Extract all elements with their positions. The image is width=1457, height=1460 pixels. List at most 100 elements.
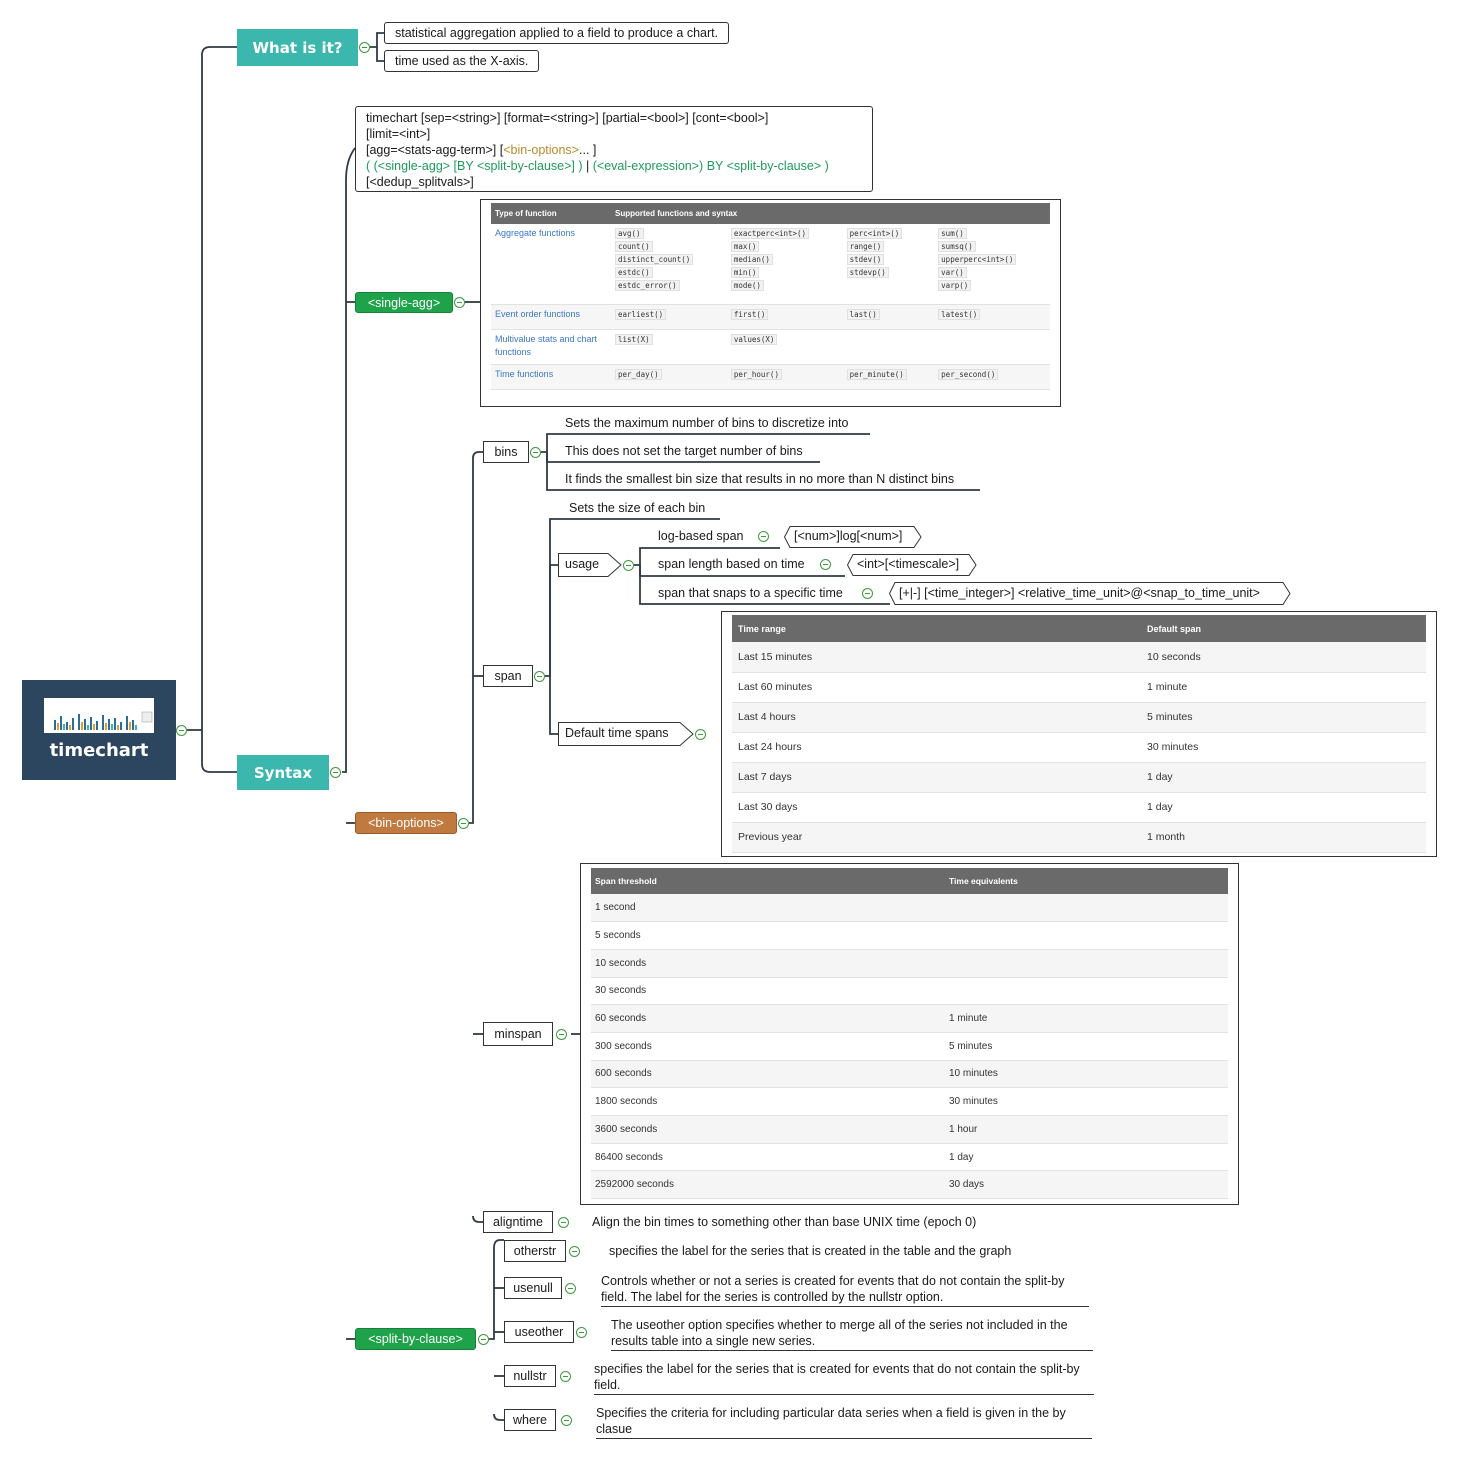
split-option-usenull[interactable]: usenull xyxy=(504,1277,562,1299)
tag-shape xyxy=(558,553,622,577)
usage-item-label: span that snaps to a specific time xyxy=(658,586,843,600)
collapse-icon[interactable] xyxy=(330,767,341,778)
span-node[interactable]: span xyxy=(483,665,533,687)
split-option-otherstr[interactable]: otherstr xyxy=(504,1240,566,1262)
syntax-single-agg-ref: ( (<single-agg> [BY <split-by-clause>] ) xyxy=(366,159,583,173)
collapse-icon[interactable] xyxy=(862,588,873,599)
function-name: min() xyxy=(730,267,760,278)
function-cell: per_second() xyxy=(934,364,1050,390)
function-name: estdc() xyxy=(615,267,653,278)
usage-item-syntax[interactable]: [<num>]log[<num>] xyxy=(784,526,922,548)
function-name: mode() xyxy=(730,280,764,291)
syntax-code-block[interactable]: timechart [sep=<string>] [format=<string… xyxy=(355,106,873,192)
collapse-icon[interactable] xyxy=(359,42,370,53)
time-equivalent-cell: 10 minutes xyxy=(945,1060,1228,1089)
table-header: Default span xyxy=(1141,615,1426,642)
function-category: Event order functions xyxy=(491,304,611,330)
split-option-note: specifies the label for the series that … xyxy=(594,1361,1094,1395)
aligntime-node[interactable]: aligntime xyxy=(483,1211,553,1233)
what-is-it-note[interactable]: time used as the X-axis. xyxy=(384,50,540,72)
chart-thumbnail-icon xyxy=(44,698,154,733)
collapse-icon[interactable] xyxy=(176,725,187,736)
default-time-spans-node[interactable]: Default time spans xyxy=(558,722,694,746)
default-time-spans-label: Default time spans xyxy=(565,726,669,740)
collapse-icon[interactable] xyxy=(569,1246,580,1257)
syntax-fragment: | xyxy=(582,159,593,173)
split-option-note: Specifies the criteria for including par… xyxy=(596,1405,1092,1439)
function-cell: latest() xyxy=(934,304,1050,330)
collapse-icon[interactable] xyxy=(560,1371,571,1382)
collapse-icon[interactable] xyxy=(478,1334,489,1345)
bins-node[interactable]: bins xyxy=(483,441,529,463)
time-equivalent-cell: 5 minutes xyxy=(945,1032,1228,1061)
time-range-cell: Last 4 hours xyxy=(732,702,1141,733)
default-span-cell: 10 seconds xyxy=(1141,642,1426,673)
function-cell: list(X) xyxy=(611,329,727,365)
collapse-icon[interactable] xyxy=(623,560,634,571)
function-name: stdev() xyxy=(846,254,885,265)
collapse-icon[interactable] xyxy=(534,671,545,682)
function-name: per_minute() xyxy=(846,368,907,380)
function-cell: exactperc<int>()max()median()min()mode() xyxy=(726,224,843,305)
time-range-cell: Previous year xyxy=(732,822,1141,853)
default-span-cell: 1 day xyxy=(1141,762,1426,793)
bin-options-node[interactable]: <bin-options> xyxy=(355,812,457,834)
time-equivalent-cell: 1 minute xyxy=(945,1004,1228,1033)
minspan-node[interactable]: minspan xyxy=(483,1022,553,1046)
time-equivalent-cell: 1 hour xyxy=(945,1115,1228,1144)
root-node[interactable]: timechart xyxy=(22,680,176,780)
tag-shape xyxy=(784,526,922,548)
split-option-useother[interactable]: useother xyxy=(504,1321,574,1343)
function-cell: perc<int>()range()stdev()stdevp() xyxy=(842,224,935,305)
collapse-icon[interactable] xyxy=(454,297,465,308)
collapse-icon[interactable] xyxy=(561,1415,572,1426)
function-name: var() xyxy=(938,267,967,278)
collapse-icon[interactable] xyxy=(695,729,706,740)
syntax-node[interactable]: Syntax xyxy=(237,755,329,790)
time-range-cell: Last 60 minutes xyxy=(732,672,1141,703)
function-name: latest() xyxy=(938,308,981,320)
table-row: 30 seconds xyxy=(591,977,1228,1006)
usage-item-syntax[interactable]: [+|-] [<time_integer>] <relative_time_un… xyxy=(889,582,1291,605)
function-name: stdevp() xyxy=(846,267,889,278)
function-name: values(X) xyxy=(730,333,778,345)
collapse-icon[interactable] xyxy=(820,559,831,570)
collapse-icon[interactable] xyxy=(530,447,541,458)
function-name: sum() xyxy=(938,228,967,239)
split-by-clause-node[interactable]: <split-by-clause> xyxy=(355,1328,476,1350)
function-name: max() xyxy=(730,241,760,252)
split-option-nullstr[interactable]: nullstr xyxy=(504,1365,556,1387)
function-name: exactperc<int>() xyxy=(730,228,810,239)
single-agg-node[interactable]: <single-agg> xyxy=(355,292,453,313)
table-header: Time equivalents xyxy=(945,868,1228,894)
span-threshold-cell: 300 seconds xyxy=(591,1032,945,1061)
what-is-it-node[interactable]: What is it? xyxy=(237,29,358,66)
span-threshold-cell: 10 seconds xyxy=(591,949,945,978)
function-cell: per_minute() xyxy=(842,364,935,390)
minspan-table: Span threshold Time equivalents 1 second… xyxy=(591,868,1228,1200)
collapse-icon[interactable] xyxy=(458,818,469,829)
syntax-line: [limit=<int>] xyxy=(366,127,431,141)
collapse-icon[interactable] xyxy=(565,1283,576,1294)
span-threshold-cell: 5 seconds xyxy=(591,921,945,950)
collapse-icon[interactable] xyxy=(576,1327,587,1338)
collapse-icon[interactable] xyxy=(558,1217,569,1228)
function-cell xyxy=(934,329,1050,365)
usage-node[interactable]: usage xyxy=(558,553,622,577)
split-option-note: The useother option specifies whether to… xyxy=(611,1317,1093,1351)
span-threshold-cell: 3600 seconds xyxy=(591,1115,945,1144)
time-range-cell: Last 30 days xyxy=(732,792,1141,823)
split-option-where[interactable]: where xyxy=(504,1409,556,1431)
collapse-icon[interactable] xyxy=(556,1029,567,1040)
function-name: avg() xyxy=(615,228,644,239)
collapse-icon[interactable] xyxy=(758,531,769,542)
usage-item-syntax[interactable]: <int>[<timescale>] xyxy=(847,554,977,576)
tag-shape xyxy=(847,554,977,576)
what-is-it-note[interactable]: statistical aggregation applied to a fie… xyxy=(384,22,730,44)
syntax-line: [agg=<stats-agg-term>] [<bin-options>...… xyxy=(366,142,862,158)
